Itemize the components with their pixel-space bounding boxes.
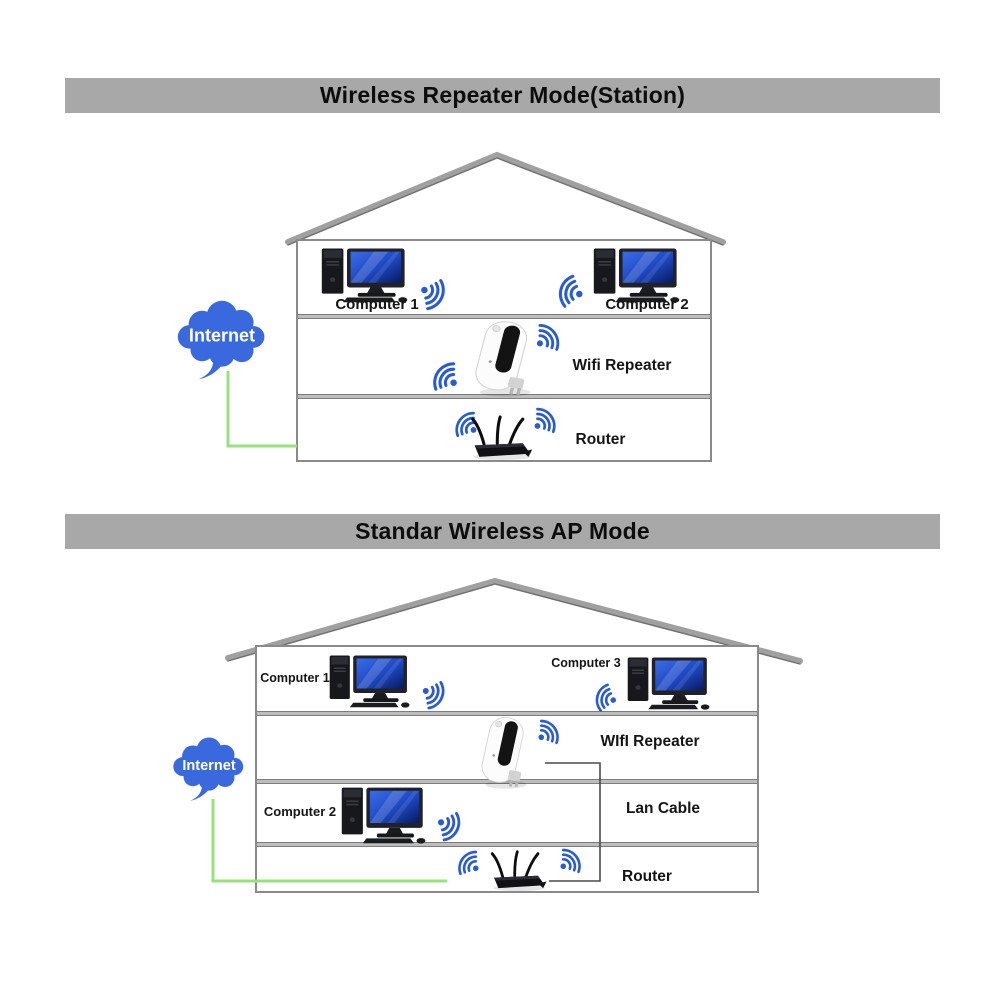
computer-1-icon — [328, 654, 412, 708]
section-2-title-bar: Standar Wireless AP Mode — [65, 514, 940, 549]
house-2-floor-divider-1 — [257, 711, 757, 716]
computer-1-label: Computer 1 — [260, 671, 330, 685]
router-label: Router — [622, 868, 672, 885]
lan-cable-label: Lan Cable — [625, 800, 701, 817]
internet-cloud-icon: Internet — [171, 736, 247, 803]
computer-2-icon — [340, 786, 428, 844]
computer-3-label: Computer 3 — [551, 656, 621, 670]
router-label: Router — [575, 431, 626, 448]
house-1-roof-edge — [287, 157, 724, 246]
router-icon — [488, 849, 550, 891]
wifi-repeater-icon — [474, 714, 534, 790]
house-1-roof — [285, 151, 726, 245]
internet-label: Internet — [189, 325, 255, 345]
router-icon — [468, 414, 536, 460]
section-1-title: Wireless Repeater Mode(Station) — [319, 82, 686, 108]
computer-3-icon — [626, 656, 712, 710]
computer-1-icon — [320, 247, 410, 303]
wifi-repeater-label: WIfI Repeater — [600, 733, 700, 750]
section-1-title-bar: Wireless Repeater Mode(Station) — [65, 78, 940, 113]
computer-2-label: Computer 2 — [605, 296, 689, 313]
computer-1-label: Computer 1 — [335, 296, 419, 313]
computer-2-icon — [592, 247, 682, 303]
section-2-title: Standar Wireless AP Mode — [355, 518, 650, 544]
internet-label: Internet — [182, 758, 235, 774]
house-1-floor-divider-1 — [298, 314, 710, 319]
computer-2-label: Computer 2 — [263, 804, 337, 819]
house-2-floor-divider-3 — [257, 842, 757, 847]
wifi-repeater-label: Wifi Repeater — [572, 357, 672, 374]
internet-cloud-icon: Internet — [175, 299, 269, 382]
internet-cable-line-1 — [226, 371, 297, 448]
